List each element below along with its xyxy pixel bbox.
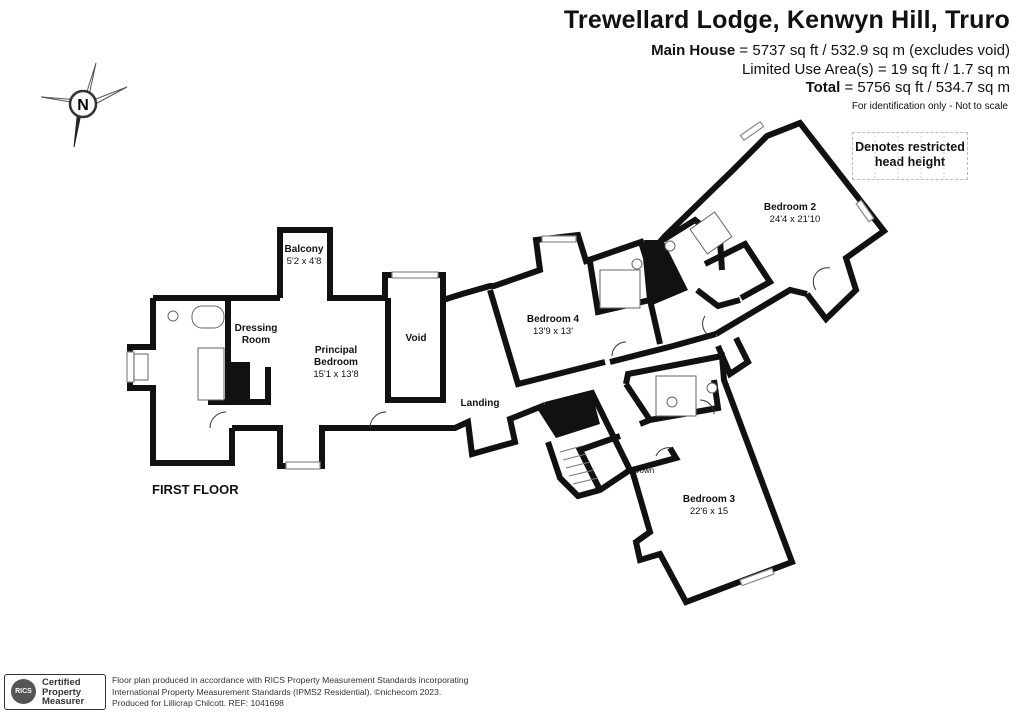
bedroom2-label: Bedroom 2 xyxy=(764,202,817,213)
landing-label: Landing xyxy=(461,398,500,409)
main-house-label: Main House xyxy=(651,42,736,59)
footer-line-3: Produced for Lillicrap Chilcott. REF: 10… xyxy=(112,698,284,708)
plan-title: Trewellard Lodge, Kenwyn Hill, Truro xyxy=(563,6,1010,34)
bedroom3-label: Bedroom 3 xyxy=(683,494,736,505)
main-house-area: Main House = 5737 sq ft / 532.9 sq m (ex… xyxy=(651,42,1010,59)
principal-label: Principal xyxy=(315,345,357,356)
bedroom3-dims: 22'6 x 15 xyxy=(690,506,728,517)
compass-rose-icon: N xyxy=(40,62,128,148)
badge-line-3: Measurer xyxy=(42,696,85,707)
stair-void xyxy=(538,394,600,438)
footer-line-1: Floor plan produced in accordance with R… xyxy=(112,675,469,685)
compass-letter: N xyxy=(77,97,89,114)
stairs-down-label: Down xyxy=(634,466,654,475)
total-label: Total xyxy=(805,79,841,96)
rics-logo: RICS xyxy=(11,679,36,704)
limited-use-area: Limited Use Area(s) = 19 sq ft / 1.7 sq … xyxy=(741,61,1010,78)
total-area: Total = 5756 sq ft / 534.7 sq m xyxy=(806,79,1010,96)
total-value: = 5756 sq ft / 534.7 sq m xyxy=(840,79,1010,96)
dressing-chimney xyxy=(230,362,250,402)
room-labels: Balcony 5'2 x 4'8 Dressing Room Principa… xyxy=(235,202,821,517)
dressing-label: Dressing xyxy=(235,323,278,334)
scale-disclaimer: For identification only - Not to scale xyxy=(851,101,1008,112)
footer-line-2: International Property Measurement Stand… xyxy=(112,686,442,697)
restricted-height-legend: Denotes restricted head height xyxy=(852,132,968,180)
principal-dims: 15'1 x 13'8 xyxy=(313,369,358,380)
badge-line-1: Certified xyxy=(42,677,81,688)
bedroom4-label: Bedroom 4 xyxy=(527,314,580,325)
bathroom-fixtures xyxy=(133,211,733,417)
balcony-label: Balcony xyxy=(285,244,324,255)
rics-badge: RICS Certified Property Measurer xyxy=(4,674,106,710)
balcony-dims: 5'2 x 4'8 xyxy=(287,256,322,267)
chimney-block xyxy=(644,240,688,306)
rics-badge-text: Certified Property Measurer xyxy=(42,678,84,707)
door-swings xyxy=(209,267,831,457)
void-label: Void xyxy=(406,333,427,344)
badge-line-2: Property xyxy=(42,686,82,698)
dressing-label-2: Room xyxy=(242,335,270,346)
stair-treads xyxy=(559,445,599,485)
bedroom4-dims: 13'9 x 13' xyxy=(533,326,573,337)
principal-label-2: Bedroom xyxy=(314,357,358,368)
footer-notes: Floor plan produced in accordance with R… xyxy=(112,675,468,710)
main-house-value: = 5737 sq ft / 532.9 sq m (excludes void… xyxy=(735,42,1010,59)
legend-line-2: head height xyxy=(874,155,946,169)
bedroom2-dims: 24'4 x 21'10 xyxy=(770,214,821,225)
legend-line-1: Denotes restricted xyxy=(855,140,965,154)
restricted-hatch xyxy=(874,132,945,180)
floor-label: FIRST FLOOR xyxy=(152,482,239,497)
windows xyxy=(126,120,875,587)
